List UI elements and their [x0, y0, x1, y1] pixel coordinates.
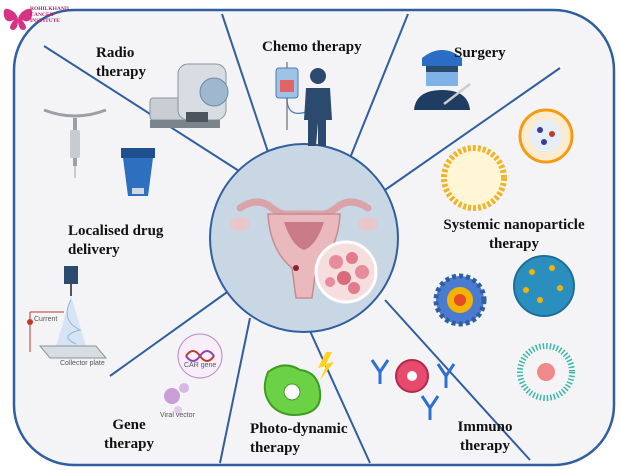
liposome-icon: [441, 145, 507, 211]
cancer-cells-icon: [314, 240, 378, 304]
radiotherapy-machine-icon: [149, 63, 229, 128]
micelle-icon: [517, 343, 575, 401]
electrospinning-icon: [27, 266, 108, 359]
surgeon-icon: [414, 50, 471, 110]
logo-line-2: CANCER: [30, 12, 54, 18]
radio-therapy-label: Radio therapy: [96, 45, 146, 80]
virus-icon: [395, 359, 429, 393]
uterus-icon: [230, 198, 378, 299]
chemo-therapy-label: Chemo therapy: [262, 39, 362, 55]
localised-drug-delivery-label: Localised drug delivery: [68, 223, 164, 258]
logo-wordmark: ROHILKHAND CANCER INSTITUTE: [30, 6, 69, 24]
photodynamic-therapy-label: Photo-dynamic therapy: [250, 421, 348, 456]
logo-line-3: INSTITUTE: [30, 18, 60, 24]
divider-lines: [43, 13, 561, 464]
car-gene-icon: [177, 333, 223, 379]
viral-vector-label: Viral vector: [160, 412, 195, 419]
surgery-label: Surgery: [454, 45, 506, 61]
antibody-icon: [370, 359, 456, 420]
polymeric-nanoparticle-icon: [433, 273, 487, 327]
logo-line-1: ROHILKHAND: [30, 6, 69, 12]
chemo-iv-icon: [275, 62, 307, 130]
drug-loaded-nanoparticle-icon: [518, 108, 574, 164]
dendrimer-icon: [513, 255, 575, 317]
car-gene-label: CAR gene: [184, 362, 217, 369]
drug-tube-icon: [121, 148, 155, 196]
collector-plate-label: Collector plate: [60, 360, 105, 367]
systemic-nanoparticle-label: Systemic nanoparticle therapy: [443, 217, 585, 252]
logo-icon: [3, 8, 33, 30]
iud-icon: [43, 108, 107, 178]
patient-icon: [304, 68, 332, 146]
gene-therapy-label: Gene therapy: [104, 417, 154, 452]
immuno-therapy-label: Immuno therapy: [457, 419, 513, 454]
current-label: Current: [34, 316, 58, 323]
viral-vector-icon: [164, 383, 189, 414]
photodynamic-cell-icon: [263, 352, 334, 416]
